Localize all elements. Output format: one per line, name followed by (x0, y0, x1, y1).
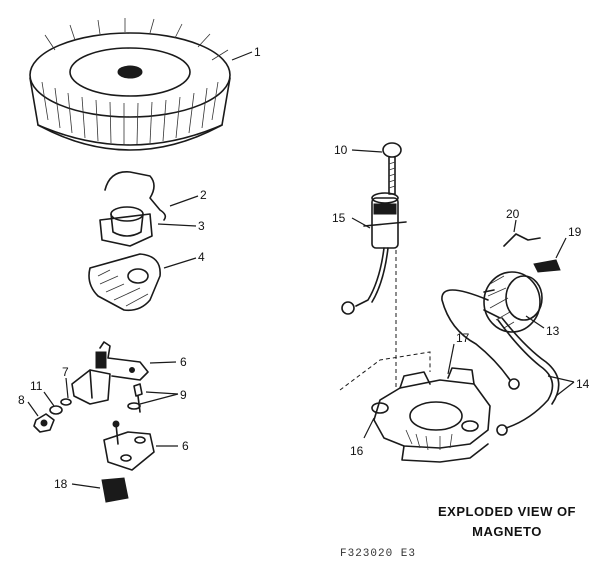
callout-2: 2 (200, 188, 207, 202)
wire-clip (503, 233, 541, 247)
callout-14: 14 (576, 377, 590, 391)
callout-18: 18 (54, 477, 68, 491)
title-line-2: MAGNETO (472, 524, 542, 539)
callout-19: 19 (568, 225, 582, 239)
callout-6a: 6 (180, 355, 187, 369)
contact-spring (533, 259, 561, 273)
callout-8: 8 (18, 393, 25, 407)
ignition-coil (441, 271, 560, 436)
condenser (341, 192, 407, 315)
spring-clip (104, 171, 167, 221)
callout-16: 16 (350, 444, 364, 458)
callout-6b: 6 (182, 439, 189, 453)
callout-10: 10 (334, 143, 348, 157)
gasket (88, 253, 161, 312)
drawing-code: F323020 E3 (340, 548, 416, 560)
callout-17: 17 (456, 331, 470, 345)
small-hardware (33, 398, 72, 433)
mounting-plate (103, 420, 155, 471)
callout-13: 13 (546, 324, 560, 338)
callout-1: 1 (254, 45, 261, 59)
callout-3: 3 (198, 219, 205, 233)
breaker-points (71, 341, 149, 405)
callout-9: 9 (180, 388, 187, 402)
callout-4: 4 (198, 250, 205, 264)
cam-bushing (99, 206, 153, 247)
coil-screw (382, 142, 402, 195)
screws (127, 383, 143, 413)
callout-11: 11 (30, 379, 43, 393)
callout-7: 7 (62, 365, 69, 379)
callout-15: 15 (332, 211, 346, 225)
flywheel (29, 18, 231, 151)
armature-bracket (339, 351, 491, 463)
felt-wick (101, 477, 129, 503)
title-line-1: EXPLODED VIEW OF (438, 504, 576, 519)
callout-20: 20 (506, 207, 520, 221)
